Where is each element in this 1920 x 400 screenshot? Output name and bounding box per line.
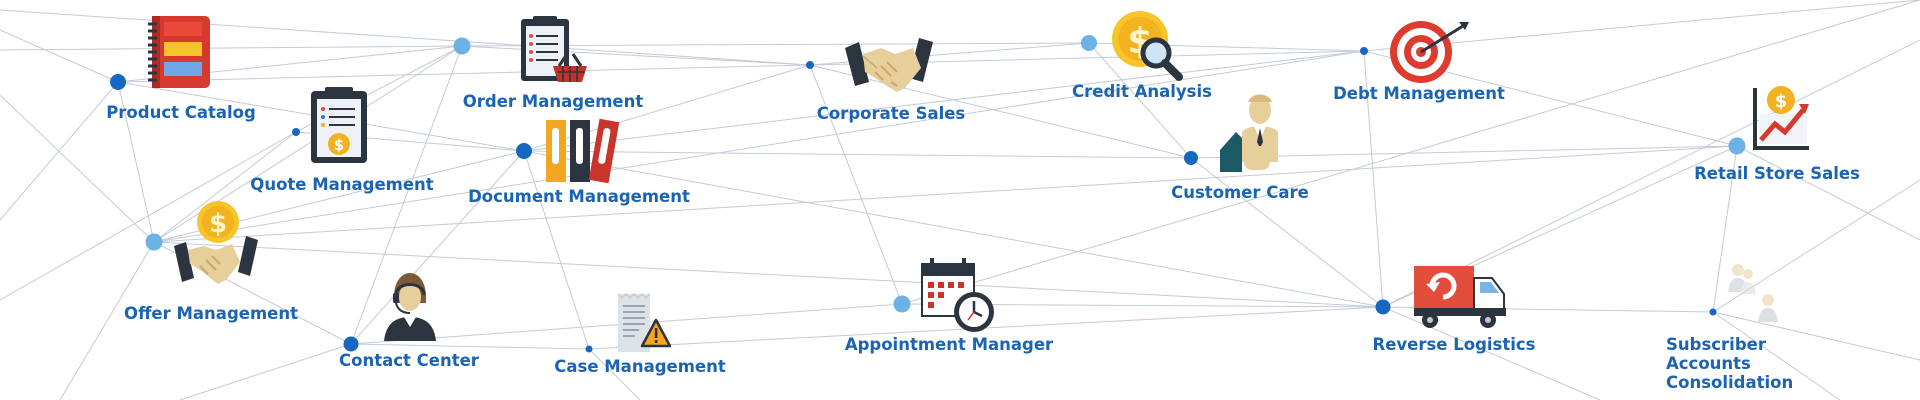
- users-group-icon: [1724, 262, 1780, 324]
- calendar-clock-icon: [920, 256, 996, 334]
- connection-line: [523, 150, 590, 350]
- node-document-management: [516, 143, 532, 159]
- connection-line: [0, 81, 119, 221]
- node-retail-store-sales: [1728, 137, 1746, 155]
- label-appointment-manager: Appointment Manager: [844, 335, 1054, 354]
- label-product-catalog: Product Catalog: [106, 103, 256, 122]
- binders-icon: [544, 118, 620, 184]
- label-retail-store-sales: Retail Store Sales: [1694, 164, 1860, 183]
- node-contact-center: [343, 336, 359, 352]
- connection-line: [350, 45, 463, 345]
- connection-line: [1190, 145, 1738, 159]
- svg-text:$: $: [1775, 91, 1788, 112]
- connection-line: [0, 29, 119, 83]
- coin-magnifier-icon: $: [1110, 9, 1186, 81]
- label-debt-management: Debt Management: [1333, 84, 1505, 103]
- node-corporate-sales: [806, 61, 814, 69]
- connection-line: [350, 150, 525, 345]
- connection-line: [901, 0, 1920, 305]
- connection-line: [0, 131, 297, 301]
- businessman-icon: [1216, 92, 1288, 174]
- node-appointment-manager: [893, 295, 911, 313]
- connection-line: [59, 241, 155, 400]
- connection-line: [0, 94, 155, 243]
- node-customer-care: [1184, 151, 1198, 165]
- svg-text:$: $: [209, 209, 227, 239]
- connection-line: [153, 145, 1738, 243]
- label-contact-center: Contact Center: [339, 351, 479, 370]
- connection-line: [350, 343, 590, 350]
- connection-line: [1382, 306, 1601, 400]
- connection-line: [153, 50, 1365, 243]
- connection-line: [1088, 42, 1192, 159]
- node-product-catalog: [110, 74, 126, 90]
- label-credit-analysis: Credit Analysis: [1072, 82, 1212, 101]
- node-offer-management: [145, 233, 163, 251]
- coin-handshake-icon: $: [174, 200, 258, 294]
- label-order-management: Order Management: [462, 92, 644, 111]
- label-offer-management: Offer Management: [124, 304, 298, 323]
- svg-text:$: $: [334, 136, 344, 154]
- label-customer-care: Customer Care: [1171, 183, 1309, 202]
- connection-line: [1712, 311, 1920, 361]
- connection-line: [1363, 50, 1384, 308]
- truck-return-icon: [1412, 264, 1508, 330]
- connection-line: [117, 64, 811, 83]
- connection-line: [1190, 157, 1384, 308]
- document-warning-icon: [614, 292, 672, 356]
- sales-chart-icon: $: [1751, 84, 1811, 152]
- headset-agent-icon: [382, 271, 438, 343]
- connection-line: [588, 348, 641, 400]
- connection-line: [809, 64, 1192, 159]
- node-reverse-logistics: [1375, 299, 1391, 315]
- label-reverse-logistics: Reverse Logistics: [1372, 335, 1536, 354]
- node-quote-management: [292, 128, 300, 136]
- connection-line: [1736, 145, 1920, 241]
- connection-line: [153, 241, 1384, 308]
- node-debt-management: [1360, 47, 1368, 55]
- connection-line: [1712, 311, 1841, 400]
- node-credit-analysis: [1081, 35, 1097, 51]
- connection-line: [1712, 145, 1738, 313]
- connection-line: [523, 50, 1365, 152]
- connection-line: [461, 45, 811, 66]
- connection-line: [523, 150, 1192, 159]
- clipboard-basket-icon: [519, 16, 589, 86]
- node-subscriber-accounts: [1709, 308, 1717, 316]
- target-icon: [1389, 18, 1471, 84]
- connection-line: [153, 131, 297, 243]
- connection-line: [809, 64, 903, 305]
- label-subscriber-accounts: Subscriber Accounts Consolidation: [1666, 335, 1794, 392]
- connection-line: [0, 9, 811, 66]
- node-order-management: [453, 37, 471, 55]
- node-case-management: [585, 345, 593, 353]
- connection-line: [117, 81, 155, 243]
- catalog-book-icon: [146, 14, 214, 90]
- clipboard-coin-icon: $: [309, 87, 371, 165]
- connection-line: [1363, 0, 1920, 52]
- label-quote-management: Quote Management: [250, 175, 434, 194]
- handshake-icon: [845, 38, 933, 96]
- label-document-management: Document Management: [468, 187, 690, 206]
- connection-line: [523, 150, 1384, 308]
- connection-line: [1382, 39, 1920, 308]
- connection-line: [179, 343, 352, 400]
- label-corporate-sales: Corporate Sales: [816, 104, 966, 123]
- connection-line: [0, 45, 463, 51]
- label-case-management: Case Management: [554, 357, 726, 376]
